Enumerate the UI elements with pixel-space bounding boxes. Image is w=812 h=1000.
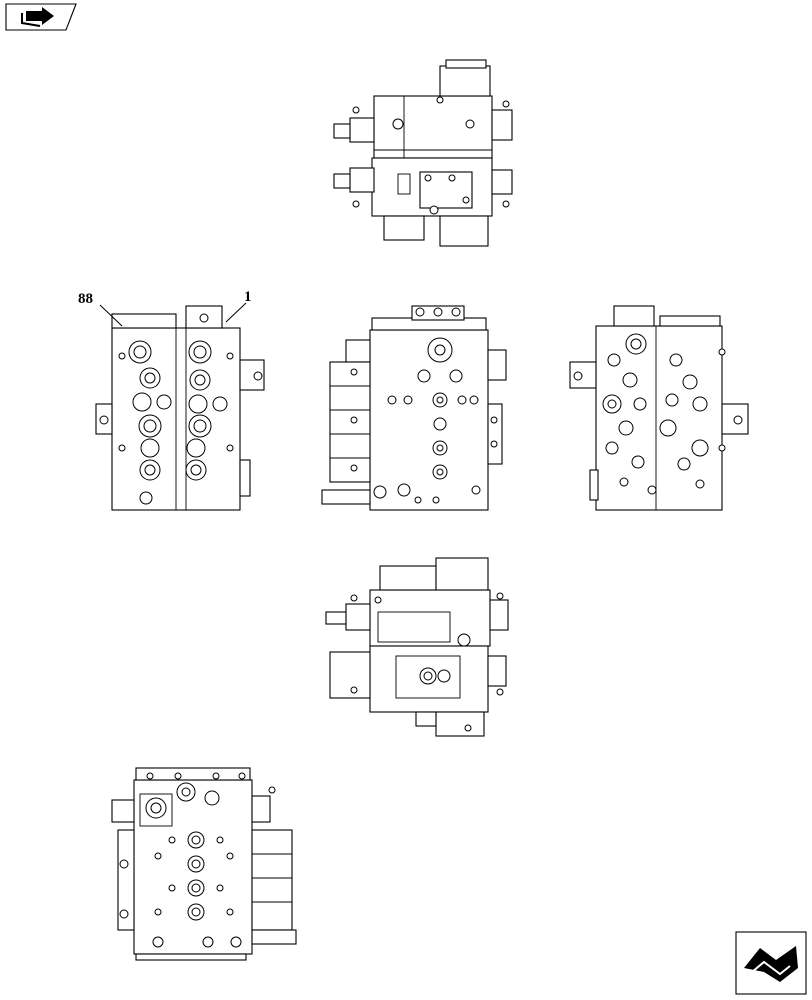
book-arrow-icon[interactable] — [5, 3, 77, 31]
left-side-view: 88 1 — [78, 289, 265, 511]
rear-view — [111, 767, 297, 961]
callout-88: 88 — [78, 291, 93, 307]
front-view — [321, 305, 507, 511]
top-view — [333, 59, 513, 247]
bottom-view — [325, 557, 509, 737]
callout-1: 1 — [244, 289, 252, 305]
next-page-arrow-icon[interactable] — [735, 931, 807, 995]
right-side-view — [569, 305, 749, 511]
